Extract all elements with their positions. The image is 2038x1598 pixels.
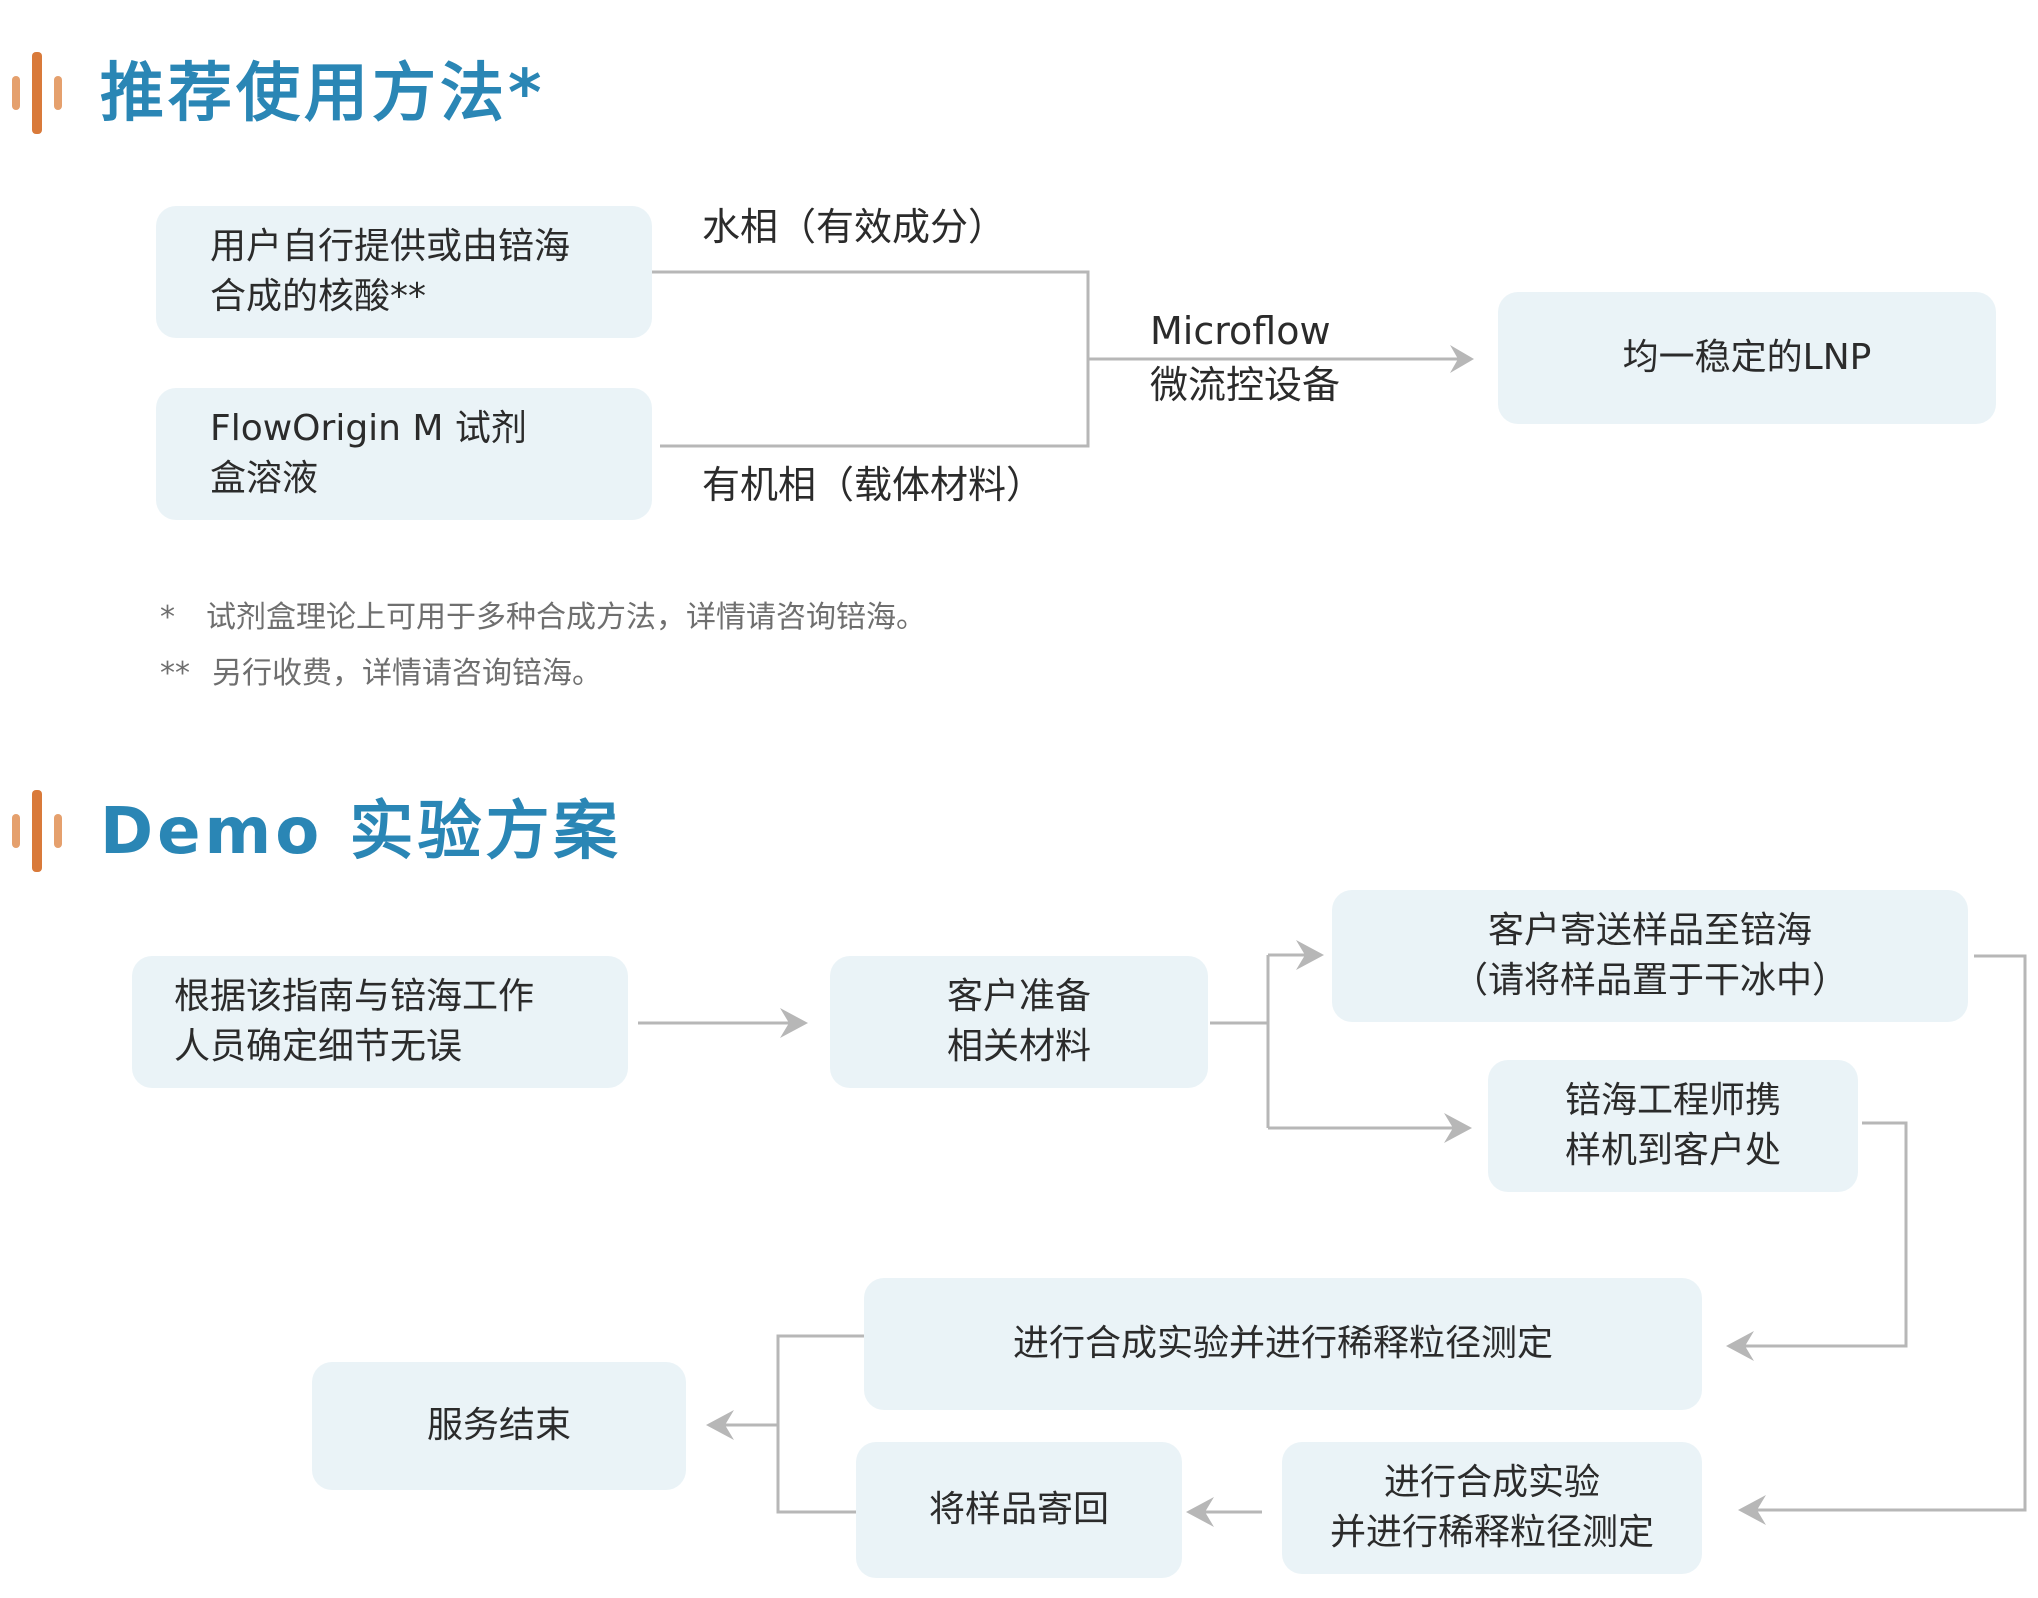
footnote-1: * 试剂盒理论上可用于多种合成方法，详情请咨询锫海。 (160, 592, 926, 636)
device-label: Microflow 微流控设备 (1150, 309, 1341, 407)
bar-equalizer-icon (12, 52, 68, 134)
experiment-top-text: 进行合成实验并进行稀释粒径测定 (1012, 1323, 1553, 1364)
kit-solution-text: FlowOrigin M 试剂 盒溶液 (210, 408, 527, 499)
footnote-2: ** 另行收费，详情请咨询锫海。 (160, 648, 602, 692)
confirm-details-text: 根据该指南与锫海工作 人员确定细节无误 (174, 976, 535, 1067)
engineer-visit-text: 锫海工程师携 样机到客户处 (1564, 1080, 1781, 1171)
return-sample-text: 将样品寄回 (928, 1489, 1109, 1530)
footnote-1-text: 试剂盒理论上可用于多种合成方法，详情请咨询锫海。 (206, 600, 926, 635)
experiment-top-box: 进行合成实验并进行稀释粒径测定 (864, 1278, 1702, 1410)
footnote-2-text: 另行收费，详情请咨询锫海。 (212, 656, 602, 691)
result-lnp-text: 均一稳定的LNP (1622, 337, 1872, 378)
to-end-path (716, 1334, 866, 1514)
prepare-materials-box: 客户准备 相关材料 (830, 956, 1208, 1088)
experiment-bottom-box: 进行合成实验 并进行稀释粒径测定 (1282, 1442, 1702, 1574)
user-nucleic-acid-box: 用户自行提供或由锫海 合成的核酸** (156, 206, 652, 338)
prepare-materials-text: 客户准备 相关材料 (946, 976, 1091, 1067)
water-phase-label: 水相（有效成分） (702, 205, 1007, 249)
prepare-branch (1210, 953, 1466, 1130)
result-lnp-box: 均一稳定的LNP (1498, 292, 1996, 424)
send-sample-path (1748, 954, 2027, 1512)
engineer-visit-box: 锫海工程师携 样机到客户处 (1488, 1060, 1858, 1192)
user-nucleic-acid-text: 用户自行提供或由锫海 合成的核酸** (210, 226, 571, 317)
return-sample-box: 将样品寄回 (856, 1442, 1182, 1578)
kit-solution-box: FlowOrigin M 试剂 盒溶液 (156, 388, 652, 520)
footnote-1-mark: * (160, 600, 175, 635)
bar-equalizer-icon (12, 790, 68, 872)
send-sample-text: 客户寄送样品至锫海 （请将样品置于干冰中） (1451, 910, 1848, 1001)
section2-title: Demo 实验方案 (100, 795, 622, 869)
confirm-details-box: 根据该指南与锫海工作 人员确定细节无误 (132, 956, 628, 1088)
experiment-bottom-text: 进行合成实验 并进行稀释粒径测定 (1329, 1462, 1654, 1553)
footnote-2-mark: ** (160, 656, 190, 691)
water-phase-connector (652, 270, 1090, 448)
engineer-visit-path (1736, 1121, 1908, 1348)
send-sample-box: 客户寄送样品至锫海 （请将样品置于干冰中） (1332, 890, 1968, 1022)
end-service-text: 服务结束 (426, 1405, 571, 1446)
organic-phase-label: 有机相（载体材料） (702, 463, 1045, 507)
end-service-box: 服务结束 (312, 1362, 686, 1490)
section1-title: 推荐使用方法* (100, 57, 546, 131)
